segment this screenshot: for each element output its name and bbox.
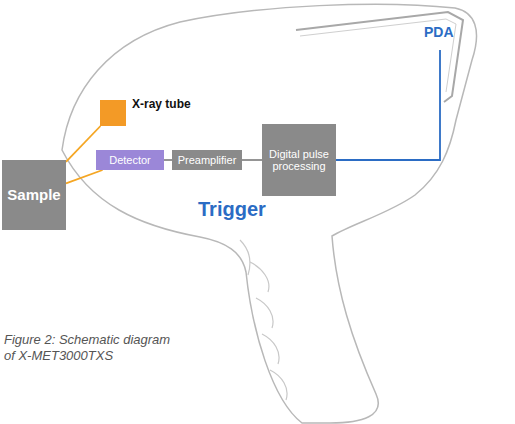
trigger-label: Trigger xyxy=(198,198,266,221)
signal-wire xyxy=(336,50,440,160)
node-label: Sample xyxy=(7,187,60,204)
node-label: Detector xyxy=(109,154,151,166)
sample-box: Sample xyxy=(2,160,66,230)
node-label: X-ray tube xyxy=(132,98,172,111)
connector xyxy=(164,159,172,161)
node-label: Preamplifier xyxy=(178,154,237,166)
detector-box: Detector xyxy=(96,150,164,170)
xray-tube: X-ray tube xyxy=(100,100,126,126)
pda-label: PDA xyxy=(424,24,454,40)
node-label: Digital pulse processing xyxy=(268,148,330,172)
screen-edge xyxy=(300,19,456,92)
connector xyxy=(242,159,262,161)
figure-caption: Figure 2: Schematic diagram of X-MET3000… xyxy=(4,332,179,365)
processing-box: Digital pulse processing xyxy=(262,124,336,196)
grip-fingers xyxy=(250,262,287,400)
connector xyxy=(66,170,103,183)
trigger-guard xyxy=(240,240,250,275)
gun-outline xyxy=(62,4,477,423)
pda-screen xyxy=(296,12,463,102)
preamplifier-box: Preamplifier xyxy=(172,150,242,170)
